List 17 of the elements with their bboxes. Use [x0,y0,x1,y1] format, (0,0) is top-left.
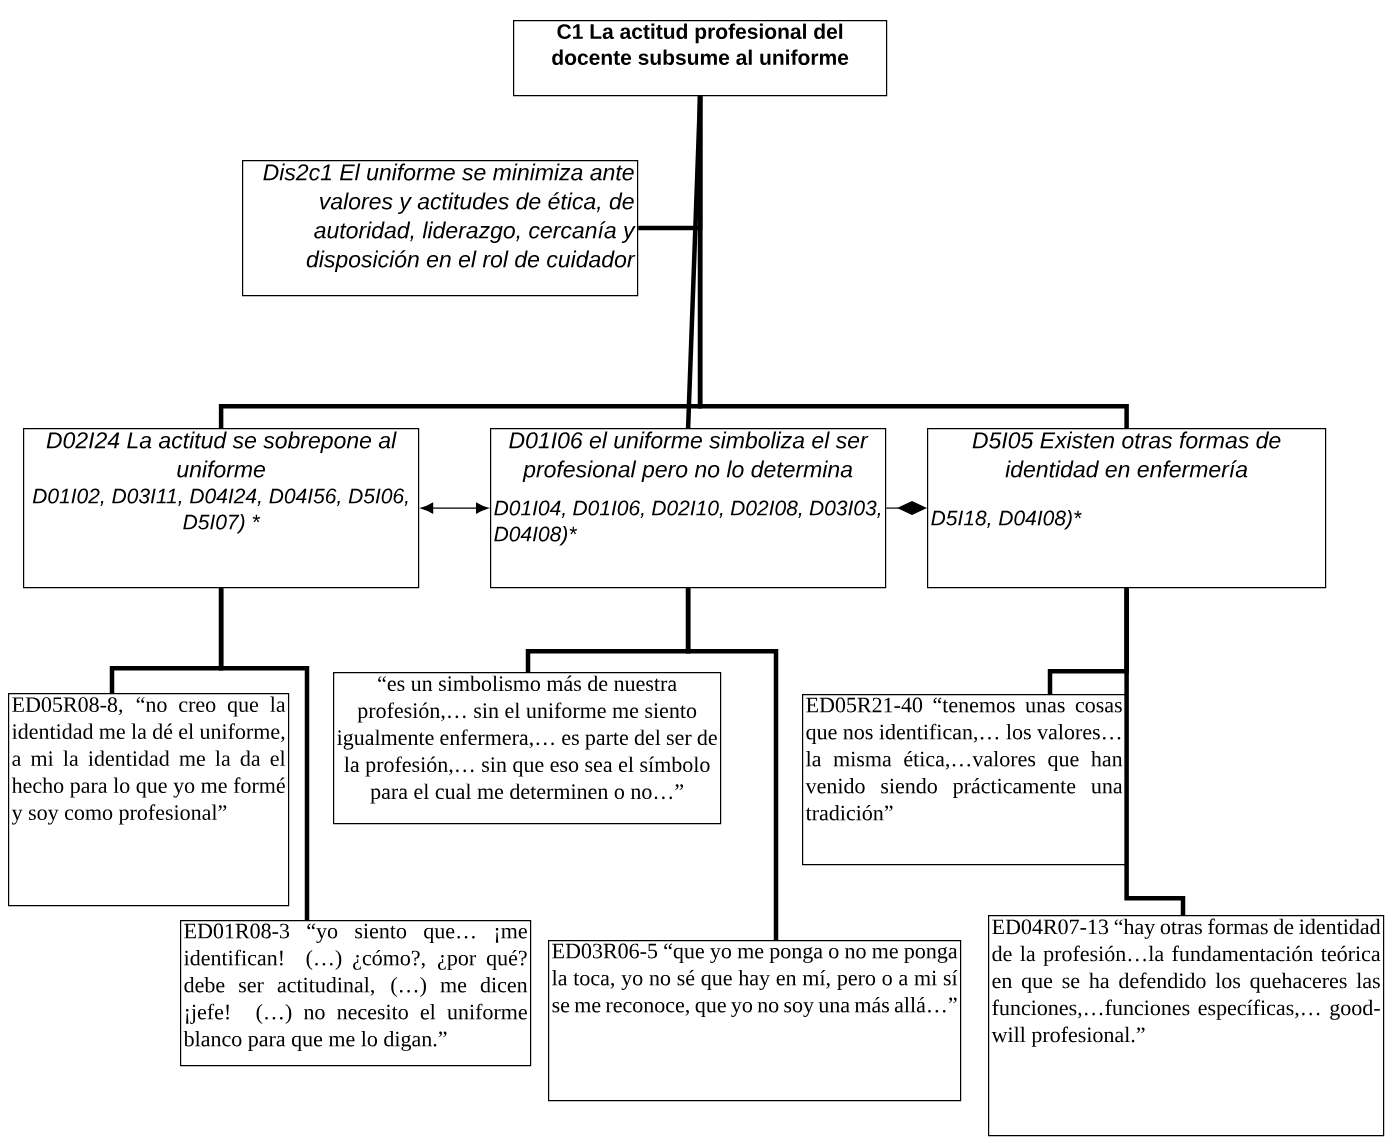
connector-line [697,96,1129,428]
quote-box: ED01R08-3 “yo siento que… ¡me identifican! (…) ¿cómo?, ¿por qué? debe ser actitudinal, (…) me dicen ¡jefe! (…) no necesito el uniforme blanco para que me lo digan.” [180,920,532,1067]
category-box: C1 La actitud profesional del docente subsume al uniforme [513,20,888,97]
subcategory-box: Dis2c1 El uniforme se minimiza ante valores y actitudes de ética, de autoridad, liderazgo, cercanía y disposición en el rol de cuidador [242,160,639,297]
quote-box: ED05R21-40 “tenemos unas cosas que nos identifican,… los valores… la misma ética,…valores que han venido siendo prácticamente una tradición” [802,694,1127,866]
code-box: D02I24 La actitud se sobrepone al uniforme D01I02, D03I11, D04I24, D04I56, D5I06, D5I07) * [23,428,420,589]
code-box: D01I06 el uniforme simboliza el ser profesional pero no lo determina D01I04, D01I06, D02I10, D02I08, D03I03, D04I08)* [490,428,887,589]
connector-line [685,588,779,940]
arrow [885,501,927,516]
quote-box: ED05R08-8, “no creo que la identidad me la dé el uniforme, a mi la identidad me la da el hecho para lo que yo me formé y soy como profesional” [8,693,290,907]
connector-line [1124,588,1186,915]
quote-box: “es un simbolismo más de nuestra profesión,… sin el uniforme me siento igualmente enfermera,… es parte del ser de la profesión,… sin que eso sea el símbolo para el cual me determinen o no…” [333,672,722,825]
quote-box: ED03R06-5 “que yo me ponga o no me ponga la toca, yo no sé que hay en mí, pero o a mi sí se me reconoce, que yo no soy una más allá…” [548,940,962,1102]
arrow [420,502,489,514]
code-box: D5I05 Existen otras formas de identidad en enfermería D5I18, D04I08)* [927,428,1327,589]
connector-line [218,588,310,920]
quote-box: ED04R07-13 “hay otras formas de identidad de la profesión…la fundamentación teórica en que se ha defendido los quehaceres las funciones,…funciones específicas,… good-will profesional.” [988,915,1385,1137]
